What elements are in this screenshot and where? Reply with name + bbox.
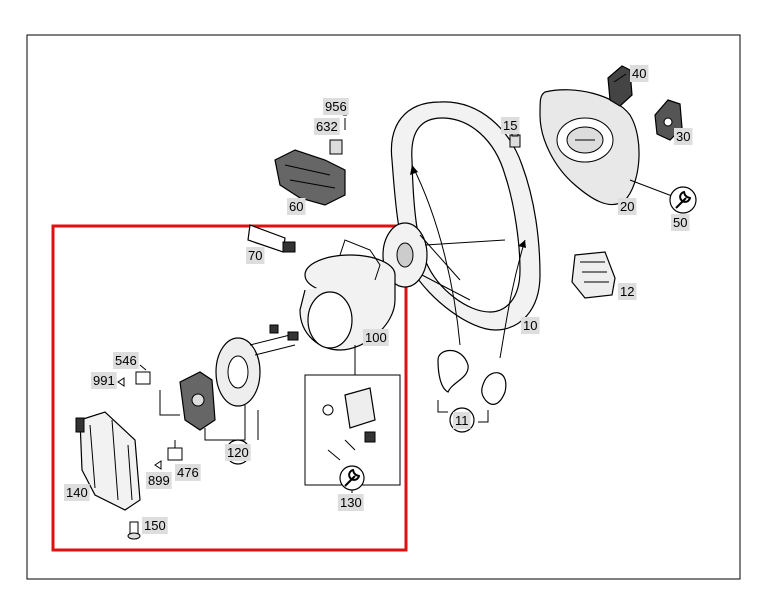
part-899	[154, 460, 162, 470]
part-labels: 10 11 12 15 20 30 40 50 60 70 100 120 13…	[64, 65, 693, 534]
label-130: 130	[340, 495, 362, 510]
label-background	[91, 372, 117, 389]
label-background	[146, 472, 172, 489]
label-50: 50	[673, 215, 687, 230]
label-background	[521, 317, 540, 334]
label-background	[674, 128, 693, 145]
label-70: 70	[248, 248, 262, 263]
part-476	[167, 440, 183, 461]
electronic-module	[159, 371, 216, 431]
label-632: 632	[316, 119, 338, 134]
column-housing	[299, 239, 396, 375]
label-10: 10	[523, 318, 537, 333]
label-background	[618, 283, 637, 300]
label-11: 11	[455, 413, 469, 428]
label-60: 60	[289, 199, 303, 214]
label-background	[64, 484, 90, 501]
label-150: 150	[144, 518, 166, 533]
label-background	[338, 494, 364, 511]
label-background	[453, 412, 471, 429]
label-40: 40	[632, 66, 646, 81]
label-background	[630, 65, 649, 82]
label-476: 476	[177, 465, 199, 480]
label-546: 546	[115, 353, 137, 368]
label-30: 30	[676, 129, 690, 144]
label-140: 140	[66, 485, 88, 500]
wrench-50-icon	[669, 186, 697, 214]
label-120: 120	[227, 445, 249, 460]
steering-lock	[274, 114, 347, 208]
part-40	[607, 65, 633, 107]
clock-spring	[204, 324, 299, 441]
label-background	[142, 517, 168, 534]
part-11	[437, 349, 507, 423]
cover-140	[75, 411, 141, 511]
label-background	[287, 198, 306, 215]
label-background	[618, 198, 637, 215]
wrench-130-icon	[339, 465, 365, 491]
label-100: 100	[365, 330, 387, 345]
label-background	[363, 329, 389, 346]
label-12: 12	[620, 284, 634, 299]
steering-wheel	[382, 101, 541, 359]
highlight-box	[51, 224, 408, 552]
label-899: 899	[148, 473, 170, 488]
diagram-frame	[26, 34, 741, 580]
label-background	[225, 444, 251, 461]
label-20: 20	[620, 199, 634, 214]
part-12-switch	[571, 251, 616, 299]
label-956: 956	[325, 99, 347, 114]
label-background	[113, 352, 139, 369]
airbag-module	[539, 89, 640, 206]
part-991	[117, 377, 125, 387]
label-15: 15	[503, 118, 517, 133]
label-background	[671, 214, 690, 231]
label-background	[501, 117, 520, 134]
plug-70	[247, 224, 296, 253]
part-546	[135, 364, 151, 385]
label-background	[323, 98, 349, 115]
label-991: 991	[93, 373, 115, 388]
label-background	[175, 464, 201, 481]
bolt-150	[127, 521, 141, 540]
label-background	[314, 118, 340, 135]
label-background	[246, 247, 265, 264]
